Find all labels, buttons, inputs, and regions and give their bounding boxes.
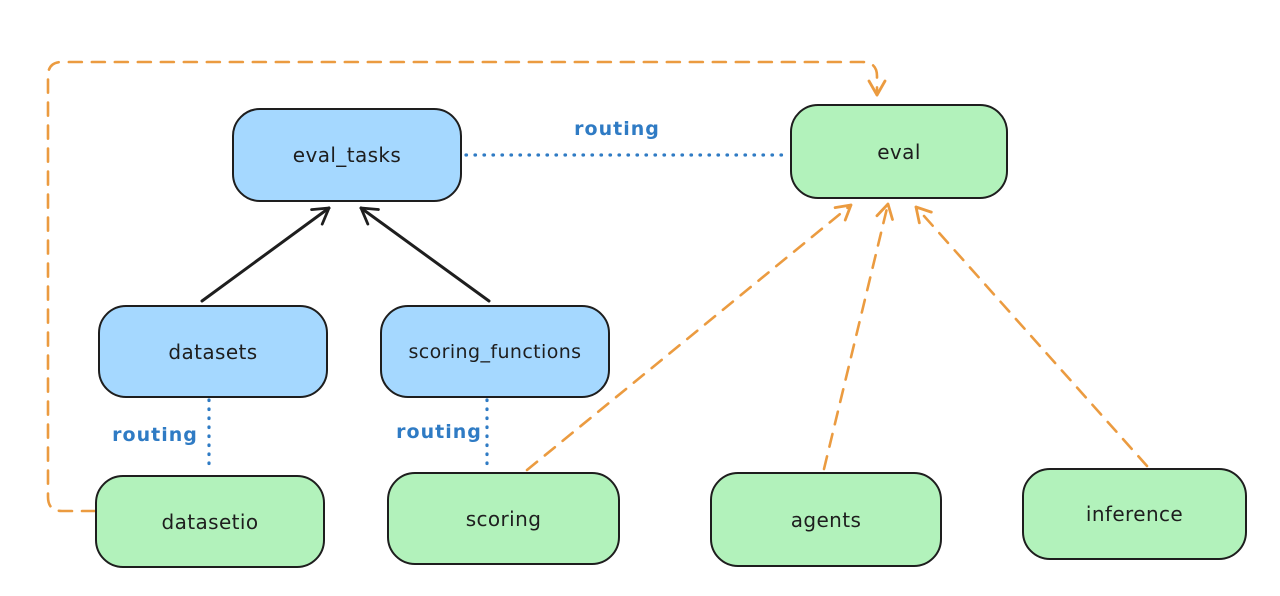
node-agents: agents (710, 472, 942, 567)
node-scoring-functions-label: scoring_functions (408, 340, 582, 363)
dashed-agents-to-eval (822, 202, 894, 471)
node-agents-label: agents (790, 507, 862, 532)
edge-label-routing-left: routing (112, 424, 198, 446)
node-eval: eval (790, 104, 1008, 199)
dashed-scoring-to-eval (525, 203, 853, 472)
arrow-scoring-functions-to-eval-tasks (359, 206, 491, 303)
edge-label-routing-top: routing (574, 118, 660, 140)
node-datasetio: datasetio (95, 475, 325, 568)
dashed-inference-to-eval (914, 205, 1149, 468)
edge-label-routing-middle: routing (396, 421, 482, 443)
node-scoring-label: scoring (465, 506, 542, 531)
node-inference: inference (1022, 468, 1247, 560)
dashed-datasetio-to-eval-loop (46, 60, 887, 513)
node-scoring: scoring (387, 472, 620, 565)
node-eval-tasks: eval_tasks (232, 108, 462, 202)
node-datasets: datasets (98, 305, 328, 398)
node-datasets-label: datasets (168, 339, 258, 364)
node-scoring-functions: scoring_functions (380, 305, 610, 398)
node-inference-label: inference (1085, 502, 1184, 526)
node-eval-tasks-label: eval_tasks (292, 143, 402, 167)
arrow-datasets-to-eval-tasks (200, 206, 331, 303)
node-datasetio-label: datasetio (161, 509, 259, 534)
node-eval-label: eval (877, 139, 921, 164)
